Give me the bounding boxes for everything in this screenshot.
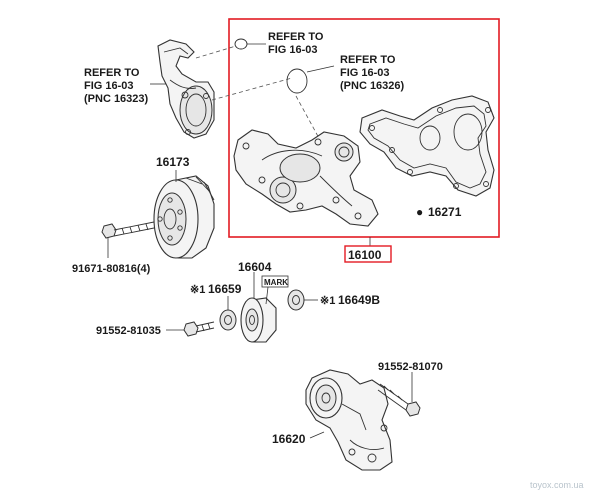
refer-callout-upper-left-line1: REFER TO: [84, 67, 140, 79]
watermark: toyox.com.ua: [530, 480, 584, 490]
label-plate-rear: 16649B: [338, 293, 380, 307]
refer-callout-top-right-line1: REFER TO: [340, 54, 396, 66]
refer-callout-upper-left-line2: FIG 16-03: [84, 80, 134, 92]
label-tensioner-bolt: 91552-81070: [378, 361, 443, 373]
idler-bolt: [183, 321, 215, 337]
label-gasket-marker: ●: [416, 205, 423, 219]
idler-pulley: [240, 297, 277, 343]
label-pulley-bolt: 91671-80816(4): [72, 263, 151, 275]
refer-callout-top-right-line3: (PNC 16326): [340, 80, 405, 92]
o-ring-small: [234, 38, 248, 50]
pulley-bolt: [101, 221, 155, 239]
refer-callout-upper-left-line3: (PNC 16323): [84, 93, 149, 105]
label-gasket: 16271: [428, 205, 462, 219]
water-pump-gasket: [359, 95, 495, 197]
mark-tag: [261, 275, 289, 305]
label-idler-bolt: 91552-81035: [96, 325, 161, 337]
idler-plate-rear: [287, 289, 305, 311]
o-ring-large: [286, 68, 308, 94]
label-tensioner: 16620: [272, 432, 306, 446]
label-plate-front: 16659: [208, 282, 242, 296]
label-mark-tag: MARK: [264, 278, 288, 287]
water-inlet-housing: [157, 39, 215, 139]
belt-tensioner: [305, 369, 393, 471]
tensioner-bolt: [377, 383, 421, 417]
water-pump-assembly-highlight: [228, 18, 500, 238]
idler-plate-front: [219, 309, 237, 331]
water-pump-pulley: [153, 175, 215, 259]
label-idler-pulley: 16604: [238, 260, 272, 274]
refer-callout-top-right-line2: FIG 16-03: [340, 67, 390, 79]
water-pump-body: [233, 129, 379, 227]
refer-callout-top-center-line1: REFER TO: [268, 31, 324, 43]
label-plate-rear-marker: ※1: [320, 295, 335, 307]
label-water-pump-assy: 16100: [348, 248, 382, 262]
label-pulley: 16173: [156, 155, 190, 169]
part-16100-box: [344, 245, 392, 263]
refer-callout-top-center-line2: FIG 16-03: [268, 44, 318, 56]
label-plate-front-marker: ※1: [190, 284, 205, 296]
